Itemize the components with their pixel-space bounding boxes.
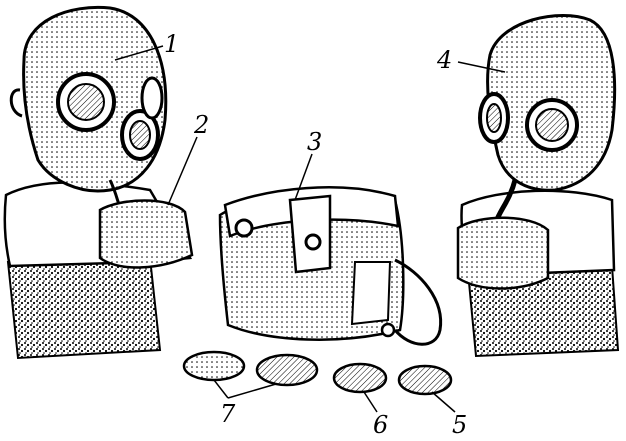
leader-6 xyxy=(363,391,378,413)
bag-strap xyxy=(288,194,332,274)
callout-2: 2 xyxy=(194,111,210,139)
bag-cord-ring xyxy=(380,322,396,338)
callout-7: 7 xyxy=(220,400,236,428)
leader-7b xyxy=(227,383,277,399)
right-canister xyxy=(456,216,550,290)
bag-side-pocket xyxy=(350,261,392,326)
callout-4: 4 xyxy=(437,46,453,74)
loose-parts xyxy=(182,350,453,396)
leader-1 xyxy=(114,45,164,61)
bag-cord xyxy=(393,258,443,346)
bag-button-left xyxy=(234,218,254,238)
lens-6 xyxy=(332,362,388,394)
leader-lines xyxy=(114,45,506,413)
leader-4 xyxy=(457,61,506,73)
callout-5: 5 xyxy=(452,411,468,439)
right-mannequin xyxy=(456,13,620,358)
left-eyepiece-far xyxy=(140,76,164,120)
callout-6: 6 xyxy=(373,411,389,439)
mask-bag xyxy=(218,186,443,346)
left-pedestal xyxy=(6,256,162,360)
insert-7b xyxy=(255,353,319,387)
right-eyepiece-front-lens xyxy=(535,108,569,142)
bag-button-strap xyxy=(304,233,322,251)
callout-1: 1 xyxy=(164,30,180,58)
leader-2 xyxy=(167,136,198,206)
insert-7a xyxy=(182,350,246,382)
leader-7a xyxy=(213,379,229,399)
left-mannequin xyxy=(3,5,194,360)
left-eyepiece-front-lens xyxy=(67,83,105,121)
leader-5 xyxy=(431,391,456,413)
left-eyepiece-side-lens xyxy=(129,120,151,150)
left-mask-ear xyxy=(9,88,23,118)
callout-3: 3 xyxy=(307,128,323,156)
left-canister xyxy=(98,199,194,269)
lens-5 xyxy=(397,364,453,396)
right-eyepiece-side-lens xyxy=(486,103,502,133)
leader-3 xyxy=(294,153,313,201)
